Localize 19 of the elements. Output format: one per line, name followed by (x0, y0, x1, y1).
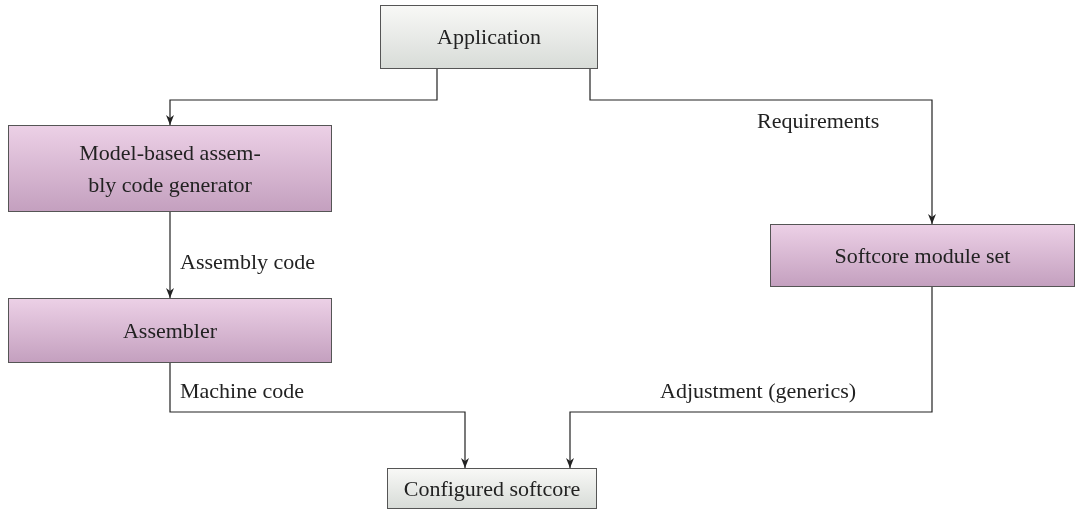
arrow (169, 362, 469, 469)
box-label: Softcore module set (834, 241, 1011, 270)
arrow (166, 68, 438, 126)
process-box (387, 468, 597, 509)
arrow (566, 286, 933, 469)
edge-label: Requirements (757, 108, 880, 134)
box-label: Configured softcore (403, 474, 581, 503)
arrow (589, 68, 936, 225)
process-box (380, 5, 598, 69)
box-label: Assembler (122, 316, 218, 345)
box-label: Model-based assem- bly code generator (78, 138, 262, 199)
box-label: Application (437, 23, 541, 52)
edge-label: Machine code (180, 378, 304, 404)
arrow (166, 211, 174, 299)
process-box (8, 298, 332, 363)
process-box (770, 224, 1075, 287)
edge-label: Adjustment (generics) (660, 378, 857, 404)
edge-label: Assembly code (180, 249, 316, 275)
process-box (8, 125, 332, 212)
